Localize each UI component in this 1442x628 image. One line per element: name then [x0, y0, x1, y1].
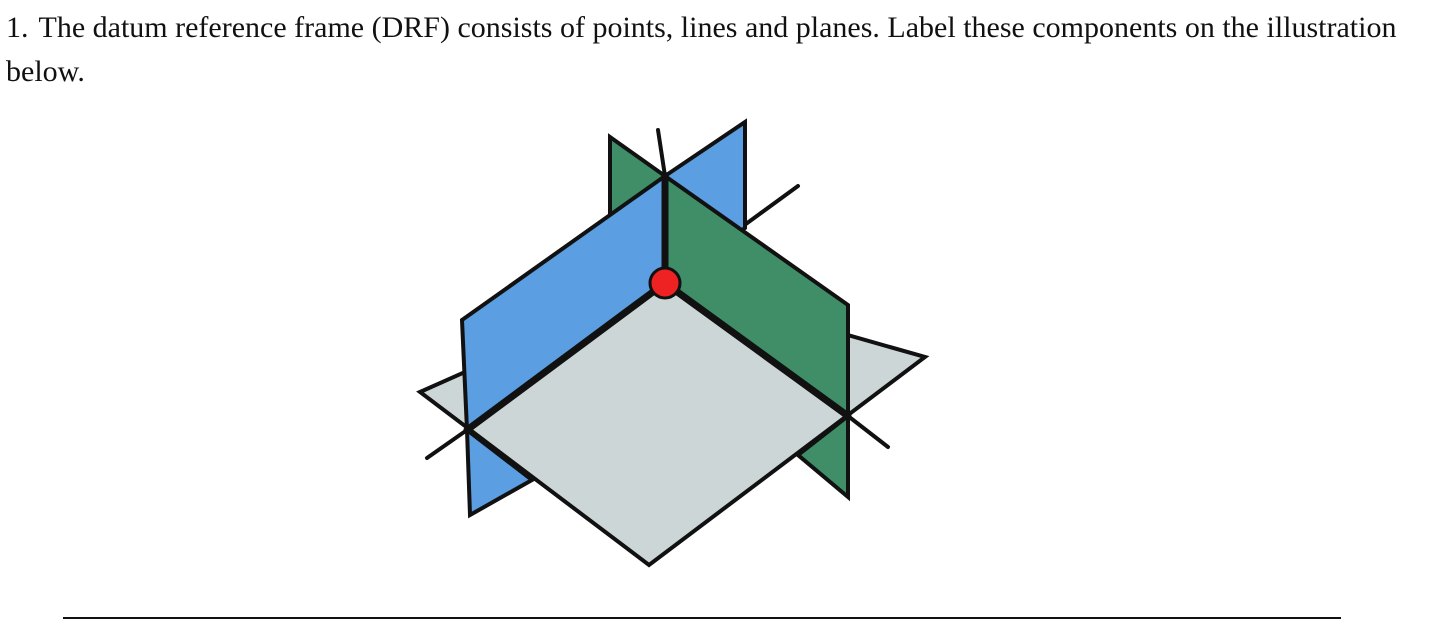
question-prompt: 1.The datum reference frame (DRF) consis… [6, 6, 1436, 94]
blue-plane-lower [464, 425, 536, 519]
datum-axis-left [463, 279, 669, 434]
question-number: 1. [6, 11, 29, 44]
axis-x-extension [425, 428, 469, 460]
axis-vertical-top [656, 128, 667, 178]
question-text: The datum reference frame (DRF) consists… [6, 11, 1397, 88]
axis-z-extension [846, 414, 890, 449]
green-plane-lower [794, 411, 850, 502]
datum-origin-point [648, 266, 682, 300]
answer-line[interactable] [63, 617, 1341, 619]
datum-axis-right [661, 279, 852, 420]
